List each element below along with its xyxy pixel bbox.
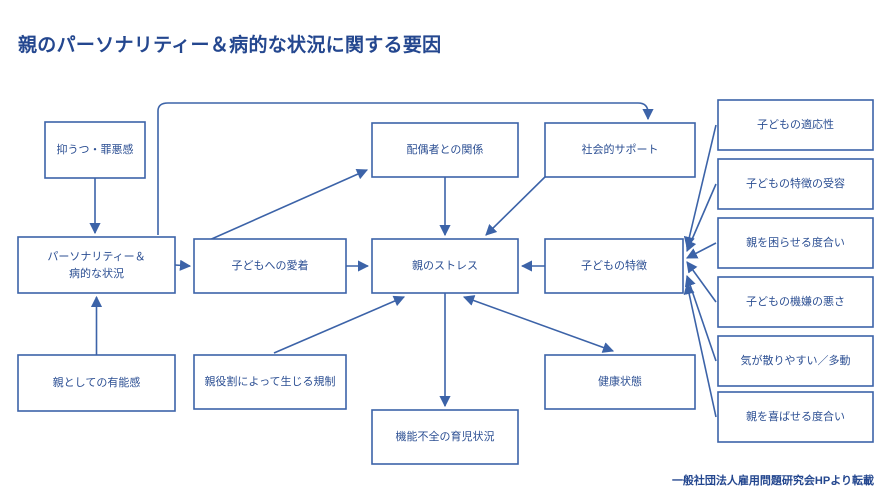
node-box — [717, 276, 874, 328]
node-badmood[interactable]: 子どもの機嫌の悪さ — [717, 276, 874, 328]
node-box — [193, 354, 347, 410]
node-dysfunction[interactable]: 機能不全の育児状況 — [371, 409, 519, 465]
node-label: 機能不全の育児状況 — [396, 429, 495, 443]
edge-layer — [89, 102, 717, 418]
node-acceptance[interactable]: 子どもの特徴の受容 — [717, 158, 874, 210]
edge-attachment-to-spouse — [197, 168, 369, 246]
edge-adaptability-to-childtrait — [683, 124, 717, 249]
node-box — [717, 217, 874, 269]
node-box — [17, 354, 176, 412]
edge-personality-to-support — [157, 102, 654, 235]
node-label: 社会的サポート — [582, 142, 659, 156]
node-box — [717, 158, 874, 210]
node-label: 子どもの特徴の受容 — [746, 176, 845, 190]
node-restriction[interactable]: 親役割によって生じる規制 — [193, 354, 347, 410]
node-label: 子どもの特徴 — [581, 258, 647, 272]
node-label: 子どもの適応性 — [757, 117, 834, 131]
edge-badmood-to-childtrait — [686, 261, 717, 303]
node-box — [717, 335, 874, 387]
node-label: 親を喜ばせる度合い — [746, 409, 845, 423]
node-label: パーソナリティー＆ — [47, 250, 145, 263]
node-label: 親を困らせる度合い — [746, 235, 845, 249]
node-box — [544, 122, 696, 178]
node-box — [544, 354, 696, 410]
page-title: 親のパーソナリティー＆病的な状況に関する要因 — [18, 35, 442, 56]
edge-restriction-to-stress — [273, 295, 406, 354]
node-box — [371, 409, 519, 465]
edge-pleasing-to-childtrait — [683, 282, 717, 418]
node-competence[interactable]: 親としての有能感 — [17, 354, 176, 412]
node-label: 抑うつ・罪悪感 — [57, 142, 134, 156]
node-box — [544, 238, 684, 294]
edge-stress-to-health — [462, 295, 615, 353]
node-label: 親役割によって生じる規制 — [204, 374, 335, 388]
node-health[interactable]: 健康状態 — [544, 354, 696, 410]
node-label: 気が散りやすい／多動 — [741, 353, 851, 367]
node-spouse[interactable]: 配偶者との関係 — [371, 122, 519, 178]
node-label: 配偶者との関係 — [407, 143, 484, 156]
node-childtrait[interactable]: 子どもの特徴 — [544, 238, 684, 294]
node-box — [717, 391, 874, 443]
node-label: 子どもの機嫌の悪さ — [746, 294, 845, 308]
node-depression[interactable]: 抑うつ・罪悪感 — [44, 121, 146, 179]
node-stress[interactable]: 親のストレス — [371, 238, 519, 294]
node-box — [17, 236, 176, 294]
node-label: 子どもへの愛着 — [232, 258, 309, 272]
node-troublesome[interactable]: 親を困らせる度合い — [717, 217, 874, 269]
node-adaptability[interactable]: 子どもの適応性 — [717, 99, 874, 151]
edge-acceptance-to-childtrait — [685, 183, 717, 253]
edge-personality-to-attachment — [174, 259, 192, 271]
node-label: 親のストレス — [412, 259, 478, 272]
node-label-line2: 病的な状況 — [69, 266, 124, 280]
edge-troublesome-to-childtrait — [686, 242, 717, 259]
node-box — [371, 238, 519, 294]
node-personality[interactable]: パーソナリティー＆ 病的な状況 — [17, 236, 176, 294]
node-label: 健康状態 — [598, 374, 642, 388]
node-box — [193, 238, 347, 294]
node-box — [717, 99, 874, 151]
edge-support-to-stress — [485, 172, 550, 236]
node-label: 親としての有能感 — [53, 375, 141, 389]
node-distract[interactable]: 気が散りやすい／多動 — [717, 335, 874, 387]
node-attachment[interactable]: 子どもへの愛着 — [193, 238, 347, 294]
node-support[interactable]: 社会的サポート — [544, 122, 696, 178]
node-box — [44, 121, 146, 179]
source-credit: 一般社団法人雇用問題研究会HPより転載 — [671, 475, 874, 487]
node-pleasing[interactable]: 親を喜ばせる度合い — [717, 391, 874, 443]
node-box — [371, 122, 519, 178]
